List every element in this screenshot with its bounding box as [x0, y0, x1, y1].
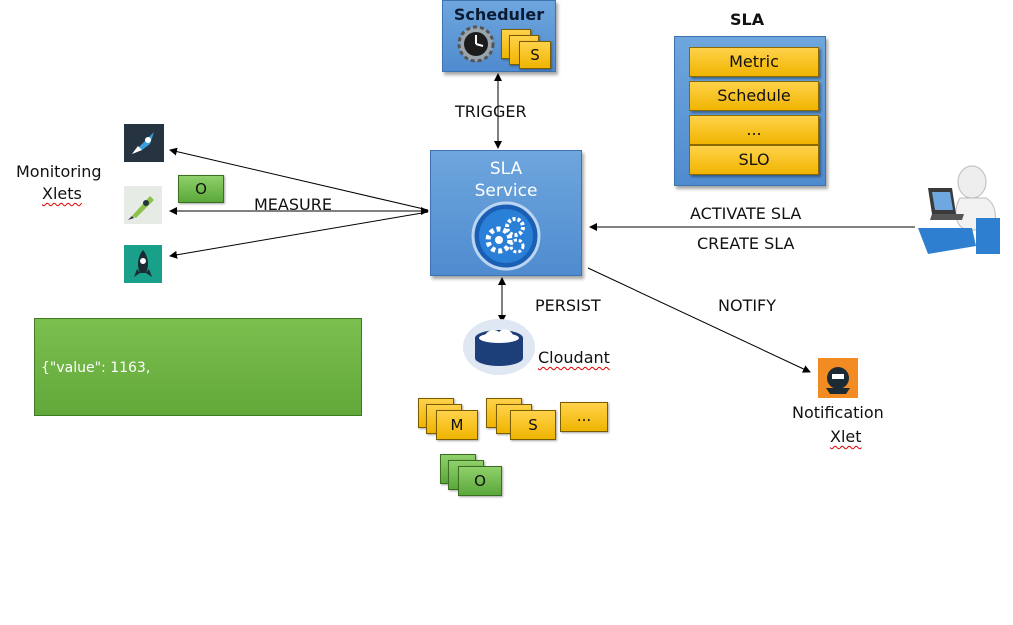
connectors	[169, 73, 915, 373]
persist-label: PERSIST	[535, 296, 601, 315]
sla-row-schedule: Schedule	[689, 81, 819, 111]
monitoring-line1: Monitoring	[16, 162, 102, 181]
cloudant-label: Cloudant	[538, 348, 610, 367]
cloudant-text: Cloudant	[538, 348, 610, 367]
stack-o-front: O	[458, 466, 502, 496]
measure-label: MEASURE	[254, 195, 332, 214]
json-line-4: "extras": "{...}",	[41, 531, 165, 547]
json-line-5: "metric_id": "27c84f8fdd4", }	[41, 588, 257, 604]
clock-gear-icon	[457, 25, 495, 63]
monitoring-line2: Xlets	[42, 184, 82, 203]
stack-s-label: S	[528, 416, 538, 434]
sla-row-metric: Metric	[689, 47, 819, 77]
notify-label: NOTIFY	[718, 296, 777, 315]
sla-row-ellipsis: ...	[689, 115, 819, 145]
notification-line2: Xlet	[830, 427, 862, 446]
stack-m-label: M	[450, 416, 464, 434]
json-line-3: 27T15:44:18.30",	[41, 474, 164, 490]
scheduler-card-label: S	[530, 46, 540, 64]
json-line-1: {"value": 1163,	[41, 360, 151, 376]
rocket-icon-mid	[124, 186, 162, 224]
stack-o-label: O	[474, 472, 486, 490]
stack-m-front: M	[436, 410, 478, 440]
sla-panel: Metric Schedule ... SLO	[674, 36, 826, 186]
rocket-icon-bottom	[124, 245, 162, 283]
sla-panel-title: SLA	[730, 10, 765, 29]
json-line-2: "observed": "2015-02-	[41, 417, 207, 433]
stack-more-label: ...	[576, 407, 592, 425]
stack-more: ...	[560, 402, 608, 432]
sla-service-line2: Service	[474, 181, 538, 201]
scheduler-card-front: S	[519, 41, 551, 69]
trigger-label: TRIGGER	[455, 102, 527, 121]
rocket-icon-top	[124, 124, 164, 162]
gears-icon	[471, 201, 541, 271]
sla-service-line1: SLA	[489, 159, 523, 179]
scheduler-box: Scheduler S	[442, 0, 556, 72]
json-note: {"value": 1163, "observed": "2015-02- 27…	[34, 318, 362, 604]
notify-arrow	[587, 267, 811, 373]
notification-robot-icon	[818, 358, 858, 398]
notification-line1: Notification	[792, 403, 884, 422]
scheduler-title: Scheduler	[453, 5, 545, 24]
measure-arrow-top	[169, 147, 429, 211]
sla-row-slo: SLO	[689, 145, 819, 175]
database-cloud-icon	[462, 318, 536, 376]
stack-s-front: S	[510, 410, 556, 440]
sla-service-box: SLA Service	[430, 150, 582, 276]
measure-badge-label: O	[195, 180, 207, 198]
user-laptop-icon	[912, 158, 1004, 258]
measure-arrow-bottom	[169, 211, 429, 259]
measure-badge: O	[178, 175, 224, 203]
activate-label: ACTIVATE SLA	[690, 204, 802, 223]
create-label: CREATE SLA	[697, 234, 795, 253]
